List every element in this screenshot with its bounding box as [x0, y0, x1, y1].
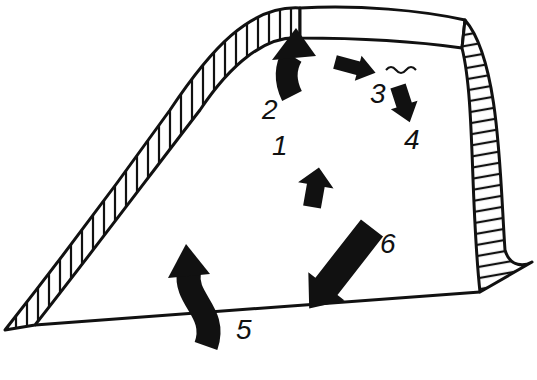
arrow-2-shaft: [287, 56, 292, 96]
arrow-4: [385, 82, 423, 127]
callout-number: 1: [272, 132, 288, 160]
callout-number: 6: [380, 230, 396, 258]
right-wall: [462, 20, 532, 292]
arrow-6: [291, 214, 390, 323]
arrow-2-head: [272, 28, 316, 60]
arrow-5-shaft: [188, 272, 208, 346]
left-wall: [5, 8, 300, 330]
arrow-5-head: [168, 244, 210, 278]
callout-number: 2: [262, 96, 278, 124]
callout-number: 5: [236, 316, 252, 344]
callout-number: 4: [404, 126, 420, 154]
floor-edge: [35, 292, 480, 325]
callout-number: 3: [370, 80, 386, 108]
wavy-mark: [386, 67, 416, 73]
top-lip: [300, 7, 465, 48]
arrow-1: [294, 164, 336, 210]
